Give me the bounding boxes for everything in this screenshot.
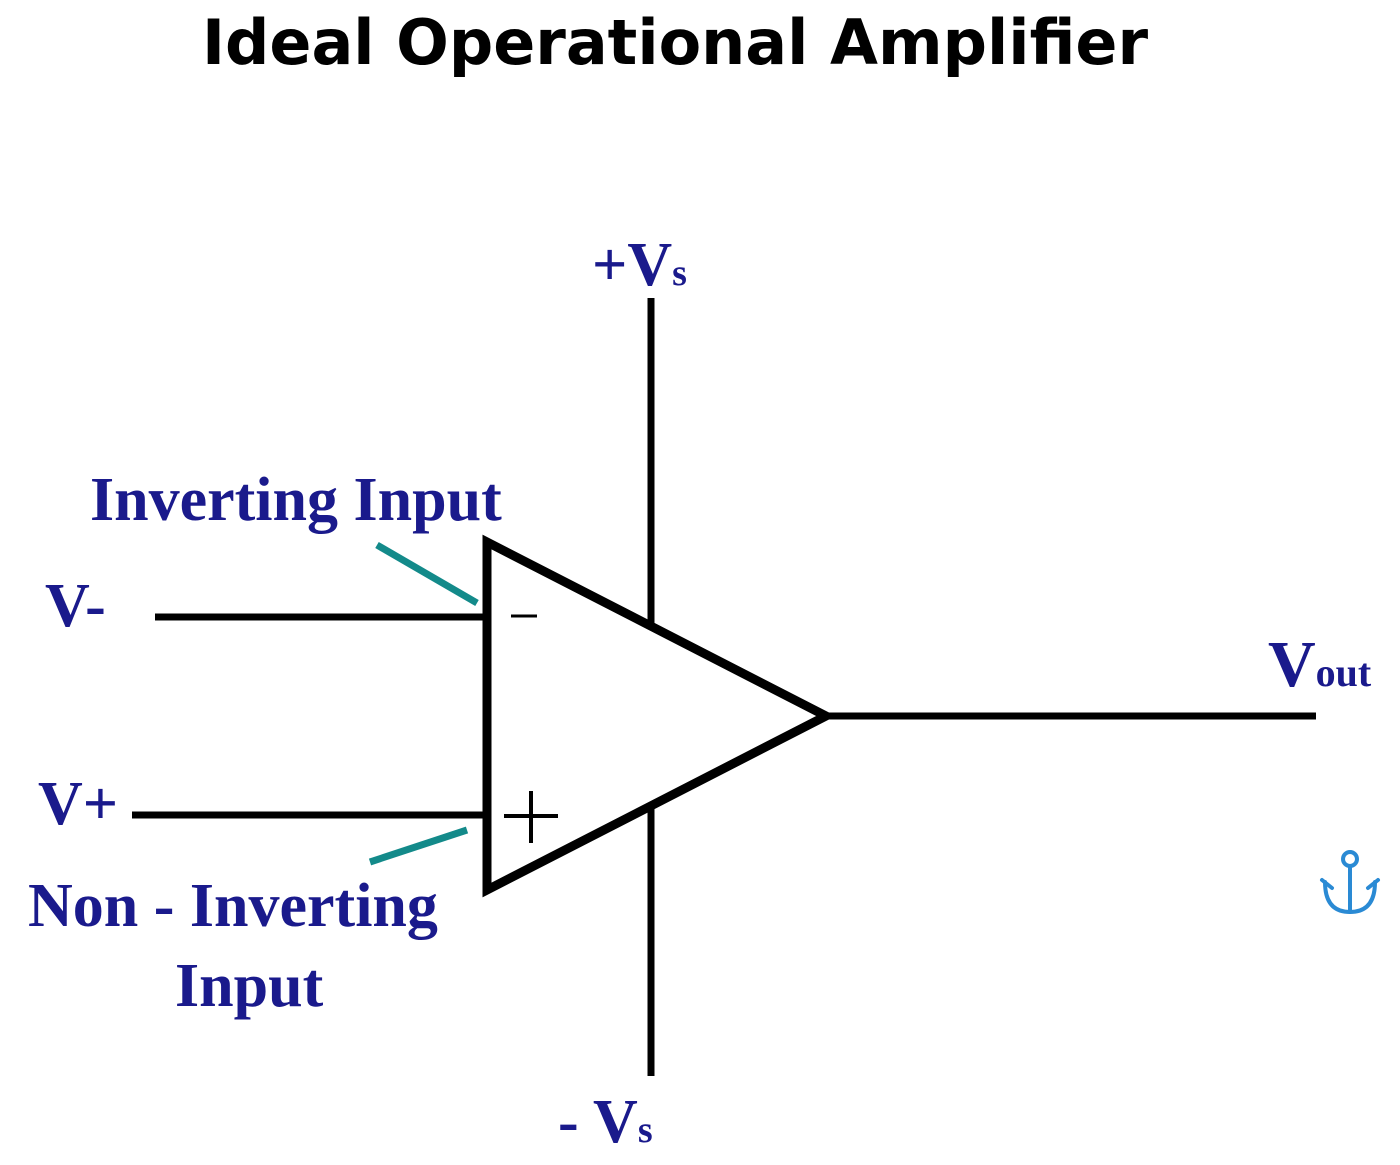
pos-supply-label: +Vs	[592, 231, 687, 299]
op-amp-triangle	[482, 534, 836, 898]
v-minus-label: V-	[45, 572, 106, 640]
diagram-title: Ideal Operational Amplifier	[201, 6, 1149, 79]
vout-label: Vout	[1268, 628, 1372, 701]
v-plus-label: V+	[38, 770, 118, 838]
plus-sign	[504, 791, 558, 843]
neg-supply-label: - Vs	[558, 1088, 653, 1156]
non-inverting-label-line2: Input	[175, 952, 324, 1020]
non-inverting-label-line1: Non - Inverting	[28, 872, 438, 940]
anchor-icon[interactable]	[1320, 850, 1380, 915]
inverting-pointer-line	[375, 541, 479, 607]
non-inverting-pointer-line	[368, 826, 469, 866]
inverting-input-label: Inverting Input	[90, 466, 502, 534]
